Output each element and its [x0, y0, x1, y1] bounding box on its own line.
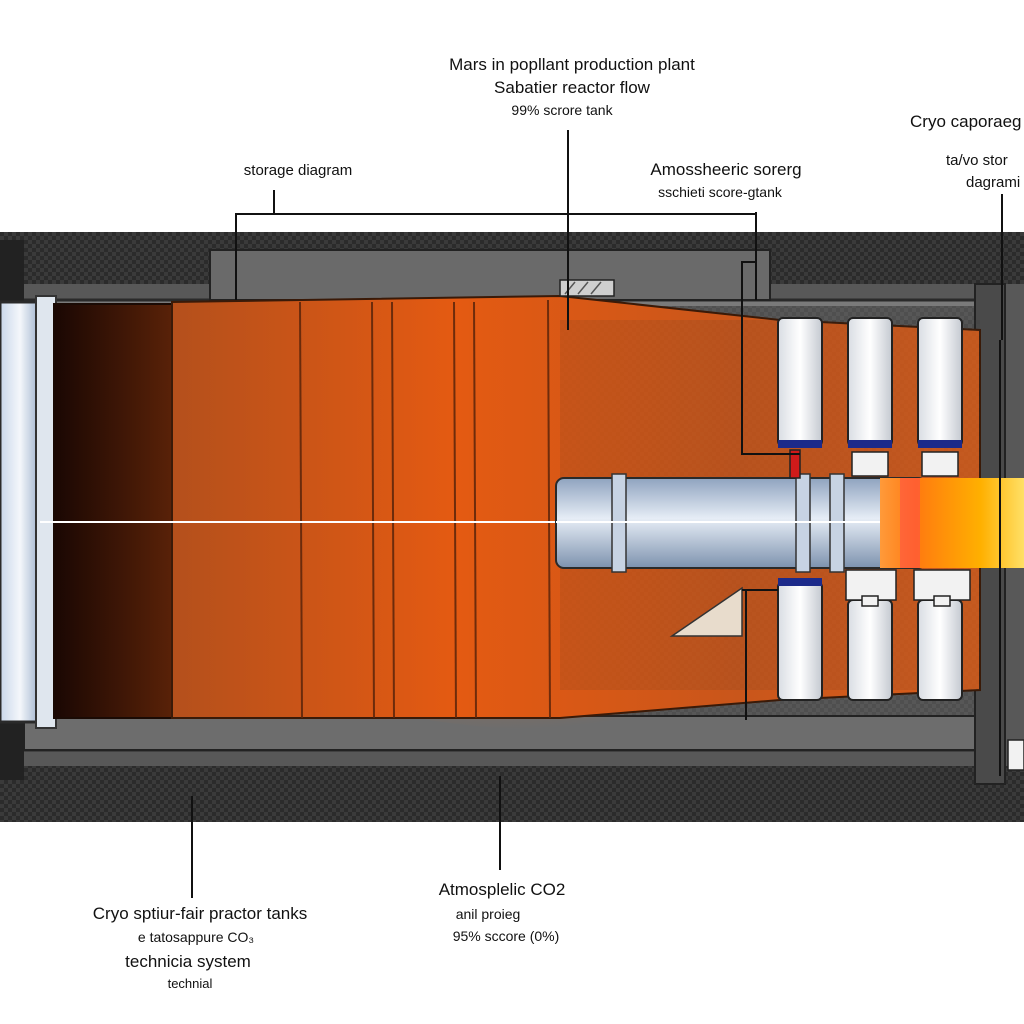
title-line-3: 99% scrore tank	[511, 102, 613, 118]
hatch-lines	[564, 281, 602, 295]
right-gauge	[1007, 739, 1024, 771]
atmospheric-storage-label-1: Amossheeric sorerg	[650, 160, 802, 179]
frame-left-block	[0, 240, 24, 310]
cryo-tanks-label-4: technial	[167, 976, 213, 991]
upper-storage-cylinders	[777, 317, 963, 448]
storage-diagram-label: storage diagram	[243, 162, 353, 179]
tank-dark-section	[53, 303, 175, 719]
frame-top-lip	[209, 249, 771, 301]
frame-left-block-low	[0, 720, 24, 780]
atmospheric-co2-label-2: anil proieg	[455, 906, 521, 922]
cryo-tanks-label-1: Cryo sptiur-fair practor tanks	[92, 904, 308, 923]
leader-lines	[191, 130, 1003, 898]
deflector-wedge	[669, 586, 743, 637]
upper-connectors	[789, 449, 959, 479]
cryo-tanks-label-3: technicia system	[125, 952, 251, 971]
atmospheric-storage-label-2: sschieti score-gtank	[658, 184, 782, 200]
title-line-2: Sabatier reactor flow	[494, 78, 650, 97]
flame-core	[900, 478, 920, 568]
cryo-storage-label-3: dagrami	[966, 174, 1021, 191]
atmospheric-co2-label-1: Atmosplelic CO2	[438, 880, 566, 899]
frame-bottom-band	[0, 766, 1024, 822]
cryo-storage-label-1: Cryo caporaeg	[910, 112, 1022, 131]
atmospheric-co2-label-3: 95% sccore (0%)	[452, 928, 560, 944]
end-cap	[0, 300, 42, 724]
lower-connectors	[845, 569, 971, 607]
cryo-storage-label-2: ta/vo stor	[946, 152, 1008, 169]
cryo-tanks-label-2: e tatosappure CO₃	[137, 929, 255, 945]
title-line-1: Mars in popllant production plant	[449, 55, 695, 74]
tank-ribs	[299, 299, 551, 719]
